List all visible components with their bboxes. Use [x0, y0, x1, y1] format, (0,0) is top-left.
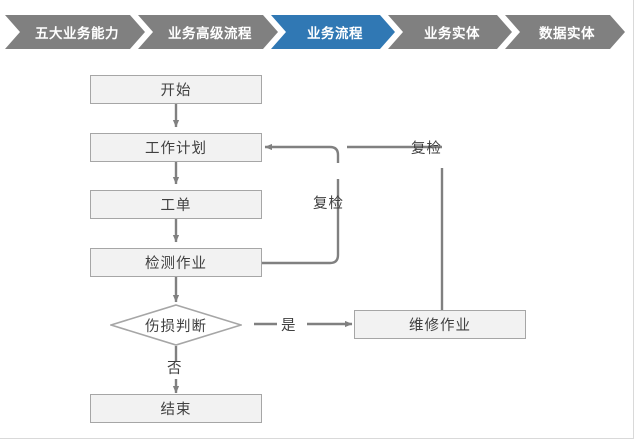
- node-repair[interactable]: 维修作业: [354, 310, 526, 339]
- edge-label-yes: 是: [281, 318, 297, 334]
- node-work-plan-label: 工作计划: [145, 141, 207, 157]
- node-work-order[interactable]: 工单: [90, 190, 262, 219]
- node-start[interactable]: 开始: [90, 75, 262, 104]
- node-inspection-label: 检测作业: [145, 256, 207, 272]
- diamond-shape-icon: [110, 304, 242, 346]
- breadcrumb-item-4-label: 业务实体: [424, 26, 480, 41]
- breadcrumb-item-2[interactable]: 业务高级流程: [138, 15, 278, 49]
- breadcrumb: 五大业务能力 业务高级流程 业务流程 业务实体 数据实体: [5, 15, 625, 49]
- breadcrumb-item-4[interactable]: 业务实体: [388, 15, 512, 49]
- edge-label-no: 否: [167, 361, 183, 377]
- node-work-order-label: 工单: [160, 198, 192, 214]
- breadcrumb-item-3[interactable]: 业务流程: [271, 15, 395, 49]
- node-work-plan[interactable]: 工作计划: [90, 133, 262, 162]
- edge-label-recheck-outer: 复检: [411, 141, 442, 157]
- node-damage-decision-label: 伤损判断: [145, 318, 207, 335]
- node-repair-label: 维修作业: [409, 318, 471, 334]
- node-end[interactable]: 结束: [90, 394, 262, 423]
- breadcrumb-item-5-label: 数据实体: [539, 26, 595, 41]
- node-end-label: 结束: [160, 402, 192, 418]
- breadcrumb-item-3-label: 业务流程: [307, 26, 363, 41]
- node-inspection[interactable]: 检测作业: [90, 248, 262, 277]
- edge-recheck-inner-upper: [264, 143, 340, 163]
- breadcrumb-item-1-label: 五大业务能力: [35, 26, 119, 41]
- node-start-label: 开始: [160, 83, 192, 99]
- breadcrumb-item-1[interactable]: 五大业务能力: [5, 15, 145, 49]
- node-damage-decision[interactable]: 伤损判断: [110, 304, 242, 346]
- breadcrumb-item-5[interactable]: 数据实体: [505, 15, 625, 49]
- breadcrumb-item-2-label: 业务高级流程: [168, 26, 252, 41]
- edge-label-recheck-inner: 复检: [313, 196, 344, 212]
